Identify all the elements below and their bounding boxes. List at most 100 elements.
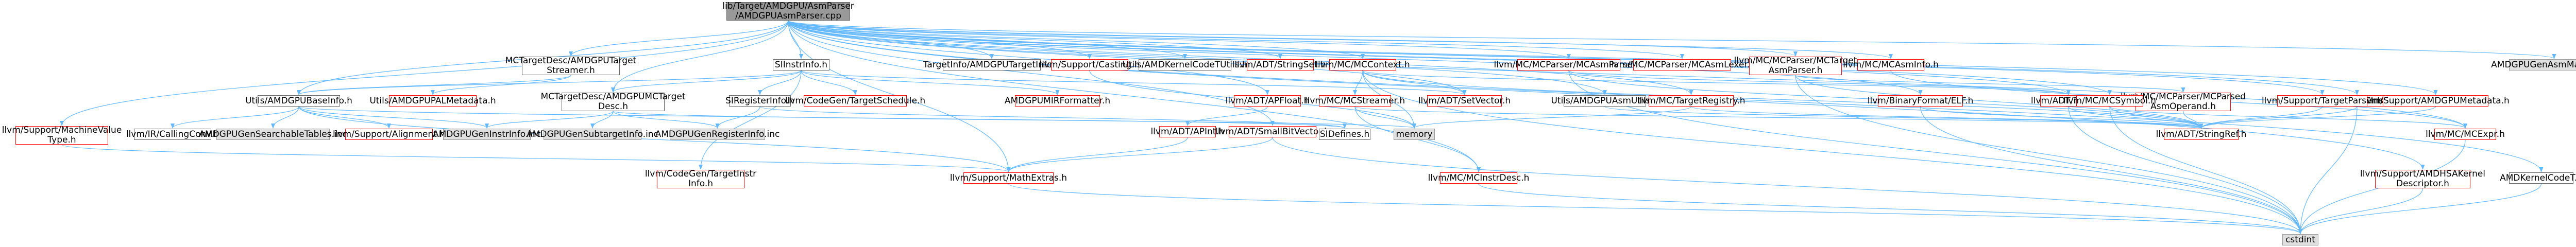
edge-root-to-stringset — [788, 20, 1282, 59]
node-casting[interactable]: llvm/Support/Casting.h — [1039, 59, 1140, 70]
node-mcinstrdesc[interactable]: llvm/MC/MCInstrDesc.h — [1428, 172, 1530, 184]
node-alignment[interactable]: llvm/Support/Alignment.h — [333, 129, 446, 140]
edge-simd-to-mirformatter — [801, 70, 1060, 95]
edge-mcsymbol-to-cstdint — [2109, 106, 2302, 234]
node-simd[interactable]: SIInstrInfo.h — [773, 59, 829, 70]
edge-root-to-mctargetasm — [788, 20, 1798, 57]
edge-amdhsa-to-cstdint — [2298, 188, 2424, 234]
node-targetinfo[interactable]: TargetInfo/AMDGPUTargetInfo.h — [923, 59, 1061, 70]
node-mccontext[interactable]: llvm/MC/MCContext.h — [1315, 59, 1410, 70]
node-stringset[interactable]: llvm/ADT/StringSet.h — [1234, 59, 1326, 70]
edge-basetypes-to-callingconv — [171, 106, 299, 129]
edge-root-to-mctargetstreamer — [569, 20, 789, 57]
node-setvector[interactable]: llvm/ADT/SetVector.h — [1418, 95, 1511, 107]
node-mirformatter[interactable]: AMDGPUMIRFormatter.h — [1004, 95, 1111, 107]
node-mcasmlexer[interactable]: llvm/MC/MCParser/MCAsmLexer.h — [1608, 59, 1756, 70]
edge-root-to-simd — [788, 20, 803, 59]
node-mcexpr[interactable]: llvm/MC/MCExpr.h — [2426, 129, 2505, 140]
node-smallbitvector[interactable]: llvm/ADT/SmallBitVector.h — [1215, 126, 1330, 137]
edge-simd-to-mcdesc — [611, 70, 802, 93]
node-searchable: AMDGPUGenSearchableTables.inc — [199, 129, 347, 140]
edge-mccontext-to-mcstreamer — [1353, 70, 1363, 95]
node-mcsymbol[interactable]: llvm/MC/MCSymbol.h — [2063, 95, 2157, 107]
edge-mccontext-to-setvector — [1362, 70, 1467, 95]
edge-mcstreamer-to-memory — [1354, 106, 1416, 129]
edge-mcinstrdesc-to-cstdint — [1478, 183, 2302, 234]
edge-targetregistry-to-memory — [1412, 106, 1692, 129]
edge-smallbitvector-to-mathextras — [1006, 137, 1273, 172]
edge-root-to-kernelcodet — [788, 20, 1187, 59]
edge-mctargetasm-to-parsedoperand — [1795, 75, 2185, 93]
node-parsedoperand[interactable]: llvm/MC/MCParser/MCParsed AsmOperand.h — [2120, 92, 2246, 112]
edge-root-to-mcexpr — [788, 20, 2467, 129]
edge-root-to-mcasmlexer — [788, 20, 1684, 59]
edge-siregister-to-sidefines — [759, 106, 1347, 129]
edge-root-to-setvector — [788, 20, 1467, 95]
edge-root-to-apfloat — [788, 20, 1269, 95]
node-targetregistry[interactable]: llvm/MC/TargetRegistry.h — [1637, 95, 1745, 107]
edge-root-to-mcdesc — [611, 20, 789, 93]
edge-mcdesc-to-genregister — [613, 111, 720, 129]
edge-basetypes-to-sidefines — [298, 106, 1347, 129]
edge-root-to-smallbitvector — [788, 20, 1275, 126]
node-machinevaluetype[interactable]: llvm/Support/MachineValue Type.h — [2, 125, 122, 145]
node-palmeta[interactable]: Utils/AMDGPUPALMetadata.h — [369, 95, 496, 107]
node-mcasminfo[interactable]: llvm/MC/MCAsmInfo.h — [1843, 59, 1939, 70]
node-root[interactable]: lib/Target/AMDGPU/AsmParser /AMDGPUAsmPa… — [722, 1, 854, 21]
edge-root-to-amdgpumeta — [788, 20, 2438, 95]
node-geninstrinfo: AMDGPUGenInstrInfo.inc — [432, 129, 541, 140]
edge-mctargetstreamer-to-basetypes — [297, 75, 571, 95]
edge-mccontext-to-twine — [1362, 70, 2071, 95]
edge-siregister-to-genregister — [715, 106, 760, 129]
node-genregister: AMDGPUGenRegisterInfo.inc — [655, 129, 780, 140]
node-cstdint: cstdint — [2282, 234, 2318, 245]
edge-root-to-mcinst — [788, 20, 2359, 95]
node-mctargetasm[interactable]: llvm/MC/MCParser/MCTarget AsmParser.h — [1734, 56, 1857, 76]
edge-twine-to-cstdint — [2068, 106, 2302, 234]
node-codegentarget[interactable]: llvm/CodeGen/TargetInstr Info.h — [645, 169, 757, 189]
edge-apfloat-to-apint — [1185, 106, 1268, 126]
node-binaryformat[interactable]: llvm/BinaryFormat/ELF.h — [1867, 95, 1974, 107]
node-basetypes[interactable]: Utils/AMDGPUBaseInfo.h — [245, 95, 352, 107]
node-mcdesc[interactable]: MCTargetDesc/AMDGPUMCTarget Desc.h — [540, 92, 686, 112]
node-callingconv[interactable]: llvm/IR/CallingConv.h — [126, 129, 219, 140]
node-apfloat[interactable]: llvm/ADT/APFloat.h — [1225, 95, 1310, 107]
edge-machinevaluetype-to-mathextras — [61, 144, 1010, 172]
edge-simd-to-setvector — [801, 70, 1466, 95]
edge-root-to-matcher — [788, 20, 2556, 59]
node-stringref[interactable]: llvm/ADT/StringRef.h — [2156, 129, 2247, 140]
edge-simd-to-siregister — [758, 70, 802, 95]
node-targetparser[interactable]: llvm/Support/TargetParser.h — [2261, 95, 2383, 107]
node-sidefines[interactable]: SIDefines.h — [1319, 129, 1370, 140]
edge-binaryformat-to-cstdint — [1920, 106, 2302, 234]
edge-root-to-targetregistry — [788, 20, 1693, 95]
edge-simd-to-codegentarget — [699, 70, 802, 170]
edge-basetypes-to-searchable — [271, 106, 299, 129]
node-apint[interactable]: llvm/ADT/APInt.h — [1150, 126, 1225, 137]
edge-simd-to-codegensched — [801, 70, 857, 95]
node-mcasmparser[interactable]: llvm/MC/MCParser/MCAsmParser.h — [1494, 59, 1644, 70]
node-amdgpumeta[interactable]: llvm/Support/AMDGPUMetadata.h — [2362, 95, 2510, 107]
node-gensubtarget: AMDGPUGenSubtargetInfo.inc — [527, 129, 658, 140]
edge-mcstreamer-to-stringref — [1354, 106, 2203, 129]
node-codegensched[interactable]: llvm/CodeGen/TargetSchedule.h — [785, 95, 926, 107]
edge-mcdesc-to-gensubtarget — [590, 111, 614, 129]
edge-parsedoperand-to-stringref — [2182, 111, 2204, 129]
edge-basetypes-to-geninstrinfo — [298, 106, 489, 129]
node-amdhsa[interactable]: llvm/Support/AMDHSAKernel Descriptor.h — [2360, 169, 2486, 189]
edge-root-to-mcasmparser — [788, 20, 1571, 59]
edge-root-to-mccontext — [788, 20, 1365, 59]
node-asmutils[interactable]: Utils/AMDGPUAsmUtils.h — [1551, 95, 1659, 107]
node-siregister[interactable]: SIRegisterInfo.h — [725, 95, 794, 107]
edge-root-to-targetinfo — [788, 20, 994, 59]
node-mcstreamer[interactable]: llvm/MC/MCStreamer.h — [1304, 95, 1405, 107]
node-kernelcodet[interactable]: Utils/AMDKernelCodeTUtils.h — [1122, 59, 1248, 70]
edge-root-to-casting — [788, 20, 1092, 59]
edge-root-to-twine — [788, 20, 2071, 95]
node-amdkernelcode[interactable]: AMDKernelCodeT.h — [2500, 172, 2576, 184]
node-mctargetstreamer[interactable]: MCTargetDesc/AMDGPUTarget Streamer.h — [505, 56, 637, 76]
node-mathextras[interactable]: llvm/Support/MathExtras.h — [950, 172, 1067, 184]
node-memory: memory — [1394, 129, 1435, 140]
